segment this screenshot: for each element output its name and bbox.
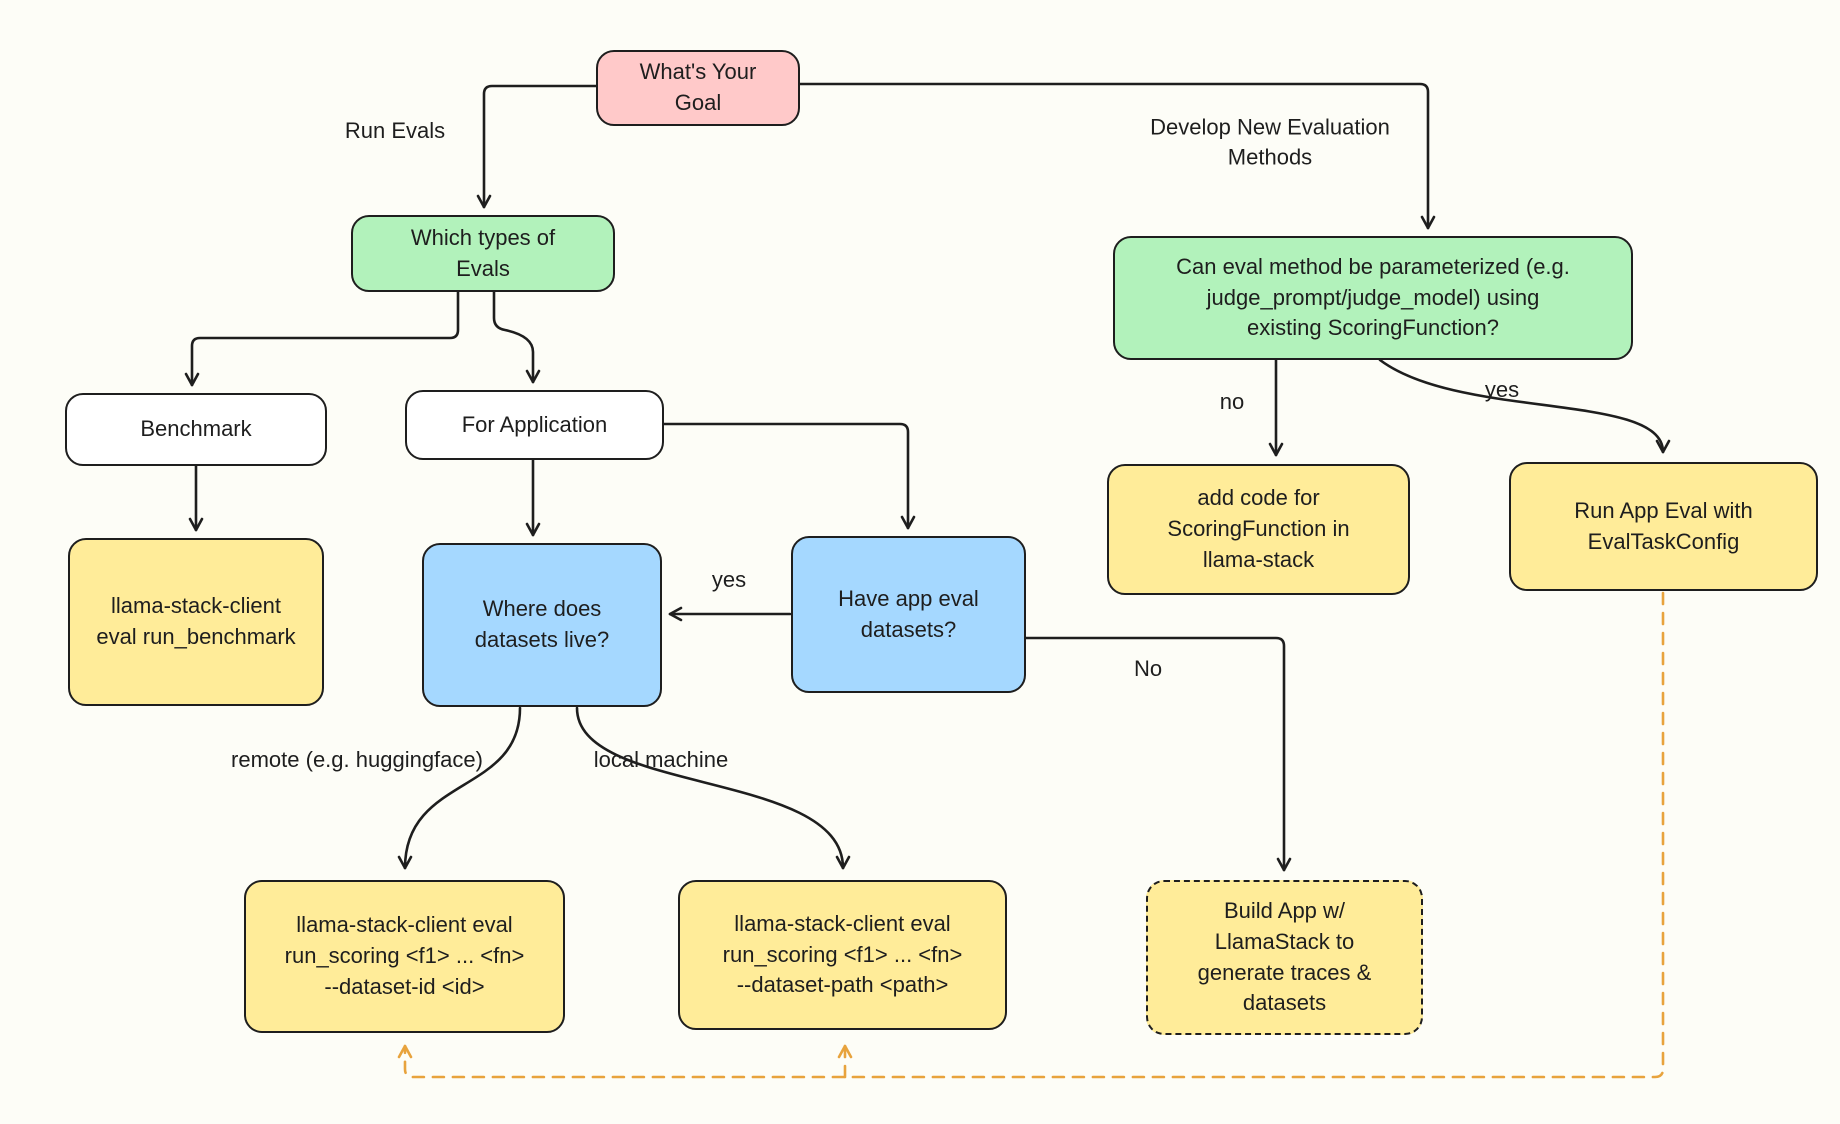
arrow-param-question-to-run-app-eval-yes	[1378, 358, 1671, 454]
edge-label-yes-param: yes	[1484, 377, 1520, 403]
node-build-app-with-llamastack: Build App w/ LlamaStack to generate trac…	[1146, 880, 1423, 1035]
node-add-code-for-scoring-function: add code for ScoringFunction in llama-st…	[1107, 464, 1410, 595]
node-run-benchmark-command: llama-stack-client eval run_benchmark	[68, 538, 324, 706]
node-can-eval-method-be-parameterized: Can eval method be parameterized (e.g. j…	[1113, 236, 1633, 360]
edge-label-yes-have-datasets: yes	[711, 567, 747, 593]
node-benchmark: Benchmark	[65, 393, 327, 466]
node-for-application: For Application	[405, 390, 664, 460]
arrow-which-types-to-for-application	[492, 290, 541, 384]
edge-label-no-have-datasets: No	[1133, 656, 1163, 682]
node-whats-your-goal: What's Your Goal	[596, 50, 800, 126]
edge-label-no-param: no	[1219, 389, 1245, 415]
edge-label-remote-huggingface: remote (e.g. huggingface)	[231, 747, 483, 773]
edge-label-run-evals: Run Evals	[344, 118, 446, 144]
node-run-scoring-dataset-id-command: llama-stack-client eval run_scoring <f1>…	[244, 880, 565, 1033]
node-which-types-of-evals: Which types of Evals	[351, 215, 615, 292]
node-have-app-eval-datasets: Have app eval datasets?	[791, 536, 1026, 693]
feedback-arrow-run-app-eval-to-run-scoring-id	[397, 591, 1665, 1079]
arrow-where-datasets-to-run-scoring-path-local	[575, 706, 851, 870]
arrow-have-datasets-to-build-app-no	[1024, 636, 1292, 872]
arrow-which-types-to-benchmark	[184, 290, 460, 387]
arrow-where-datasets-to-run-scoring-id-remote	[397, 706, 522, 870]
edge-label-develop-new-evaluation-methods: Develop New Evaluation Methods	[1150, 114, 1390, 169]
node-run-app-eval-with-evaltaskconfig: Run App Eval with EvalTaskConfig	[1509, 462, 1818, 591]
node-run-scoring-dataset-path-command: llama-stack-client eval run_scoring <f1>…	[678, 880, 1007, 1030]
arrow-goal-to-param-question	[798, 82, 1436, 230]
node-where-does-datasets-live: Where does datasets live?	[422, 543, 662, 707]
arrow-goal-to-which-types	[476, 84, 599, 209]
edge-label-local-machine: local machine	[593, 747, 729, 773]
arrow-for-application-to-have-datasets	[662, 422, 916, 530]
